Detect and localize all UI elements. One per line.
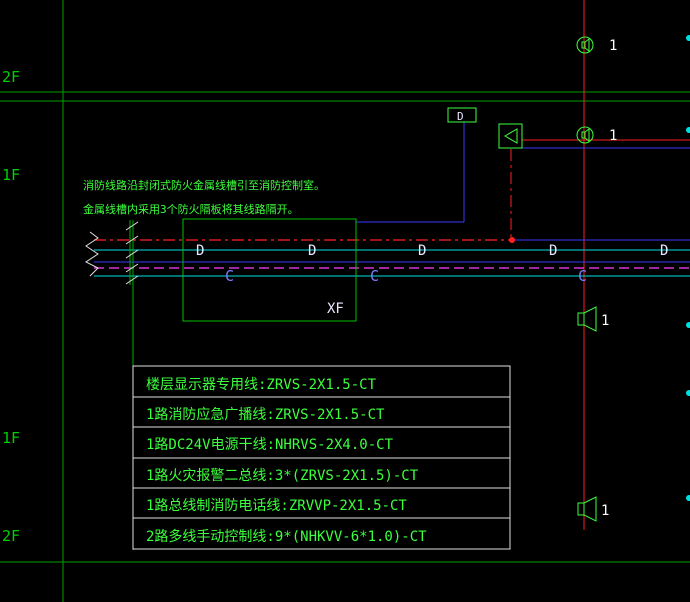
speaker-4: 1: [577, 496, 609, 522]
edge-dot: [686, 390, 690, 396]
edge-dot: [686, 495, 690, 501]
floor-label-2f-lower: 2F: [2, 527, 20, 545]
device-d-2: D: [308, 243, 316, 259]
legend-row-3: 1路DC24V电源干线:NHRVS-2X4.0-CT: [146, 437, 394, 453]
c-labels: C C C: [225, 267, 587, 285]
device-d-1: D: [196, 243, 204, 259]
device-labels: D D D D D: [196, 243, 668, 259]
device-d-5: D: [660, 243, 668, 259]
broadcast-module-box: [498, 123, 523, 149]
legend-row-5: 1路总线制消防电话线:ZRVVP-2X1.5-CT: [146, 498, 407, 514]
edge-markers: [686, 35, 690, 501]
c-label-2: C: [370, 267, 379, 285]
trunk-bus: [94, 237, 690, 277]
floor-label-1f: 1F: [2, 166, 20, 184]
hatch-5: [125, 275, 139, 285]
wall-speaker-icon-body: [577, 502, 585, 516]
break-symbol: [85, 220, 139, 550]
speaker-count-4: 1: [601, 503, 609, 519]
hatch-4: [125, 263, 139, 273]
display-module-box: [447, 107, 477, 123]
note-line-1: 消防线路沿封闭式防火金属线槽引至消防控制室。: [83, 178, 325, 192]
c-label-1: C: [225, 267, 234, 285]
broadcast-triangle-icon: [504, 128, 518, 144]
speaker-icon-body: [581, 131, 586, 139]
ceiling-speaker-icon: [576, 36, 594, 54]
legend-row-1: 楼层显示器专用线:ZRVS-2X1.5-CT: [146, 377, 377, 393]
device-d-4: D: [549, 243, 557, 259]
speaker-1: 1: [576, 36, 617, 54]
hatch-1: [125, 221, 139, 231]
edge-dot: [686, 322, 690, 328]
edge-dot: [686, 35, 690, 41]
ceiling-speaker-icon: [576, 126, 594, 144]
hatch-2: [125, 235, 139, 245]
speaker-count-1: 1: [609, 38, 617, 54]
speaker-icon-cone: [584, 128, 590, 142]
speaker-icon-body: [581, 41, 586, 49]
break-mark: [85, 231, 99, 277]
c-label-3: C: [578, 267, 587, 285]
note-line-2: 金属线槽内采用3个防火隔板将其线路隔开。: [83, 202, 299, 216]
legend-table: 楼层显示器专用线:ZRVS-2X1.5-CT 1路消防应急广播线:ZRVS-2X…: [132, 365, 511, 550]
speaker-count-2: 1: [609, 128, 617, 144]
legend-row-2: 1路消防应急广播线:ZRVS-2X1.5-CT: [146, 406, 385, 423]
device-d-3: D: [418, 243, 426, 259]
legend-row-4: 1路火灾报警二总线:3*(ZRVS-2X1.5)-CT: [146, 467, 419, 484]
display-module-label: D: [457, 110, 464, 123]
legend-row-6: 2路多线手动控制线:9*(NHKVV-6*1.0)-CT: [146, 528, 427, 545]
speaker-count-3: 1: [601, 313, 609, 329]
floor-label-2f: 2F: [2, 68, 20, 86]
speaker-2: 1: [576, 126, 617, 144]
junction-dot: [509, 237, 515, 243]
xf-label: XF: [327, 301, 344, 317]
floor-label-1f-lower: 1F: [2, 429, 20, 447]
xf-cabinet-box: [182, 218, 357, 322]
speaker-icon-cone: [584, 38, 590, 52]
hatch-3: [125, 249, 139, 259]
wall-speaker-icon: [583, 306, 597, 332]
risers: [356, 0, 690, 530]
speaker-3: 1: [577, 306, 609, 332]
wall-speaker-icon-body: [577, 312, 585, 326]
edge-dot: [686, 127, 690, 133]
wall-speaker-icon: [583, 496, 597, 522]
